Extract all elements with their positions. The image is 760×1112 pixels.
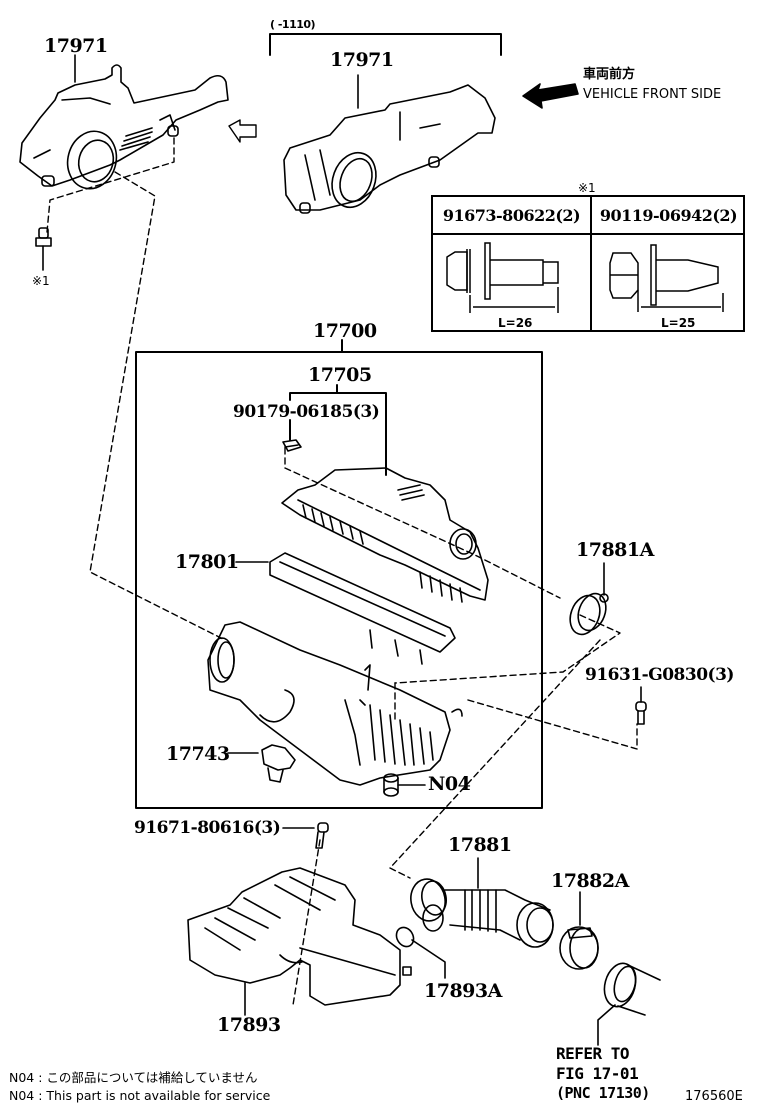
- assembly-17700-frame: [135, 339, 543, 809]
- fastener-part-no-1[interactable]: 91673-80622(2): [433, 197, 590, 235]
- bolt-91631-icon: [635, 686, 647, 725]
- part-label-91631-G0830[interactable]: 91631-G0830(3): [585, 665, 734, 685]
- air-duct-17971-center: [283, 74, 496, 214]
- table-divider: [590, 197, 592, 330]
- resonator-17893: [187, 867, 412, 1016]
- vehicle-front-arrow-icon: [522, 83, 579, 109]
- part-label-17801[interactable]: 17801: [175, 551, 239, 573]
- fastener-length-2: L=25: [661, 316, 696, 330]
- part-label-17700[interactable]: 17700: [313, 320, 377, 342]
- intake-hose-17881: [410, 857, 554, 948]
- fastener-part-no-2[interactable]: 90119-06942(2): [590, 197, 745, 235]
- part-label-17882A[interactable]: 17882A: [551, 870, 629, 892]
- footnote-jp: N04 : この部品については補給していません: [9, 1070, 258, 1085]
- bolt-91671-icon: [282, 822, 329, 849]
- fastener-drawings: [446, 242, 724, 313]
- vehicle-front-label-jp: 車両前方: [583, 67, 636, 82]
- refer-line-2[interactable]: FIG 17-01: [556, 1064, 639, 1083]
- grommet-n04-icon: [383, 773, 426, 797]
- figure-id: 176560E: [685, 1089, 743, 1104]
- part-label-17881[interactable]: 17881: [448, 834, 512, 856]
- air-cleaner-upper-case: [281, 467, 489, 603]
- clip-90179-icon: [282, 439, 302, 452]
- part-label-17893[interactable]: 17893: [217, 1014, 281, 1036]
- part-label-17743[interactable]: 17743: [166, 743, 230, 765]
- refer-line-1: REFER TO: [556, 1044, 630, 1063]
- footnote-en: N04 : This part is not available for ser…: [9, 1088, 271, 1103]
- top-bracket: [269, 33, 502, 56]
- model-range-note: ( -1110): [270, 18, 316, 31]
- refer-line-3: (PNC 17130): [556, 1084, 650, 1102]
- clamp-17893A-icon: [395, 926, 446, 979]
- air-duct-17971-left: [19, 54, 257, 190]
- flange-bolt-icon: [446, 242, 559, 313]
- clamp-17882A-icon: [559, 891, 599, 970]
- fastener-length-1: L=26: [498, 316, 533, 330]
- inlet-pipe: [597, 962, 661, 1046]
- clamp-17881A-icon: [569, 562, 609, 636]
- part-label-17893A[interactable]: 17893A: [424, 980, 502, 1002]
- part-label-n04[interactable]: N04: [428, 773, 471, 795]
- part-label-17971-center[interactable]: 17971: [330, 49, 394, 71]
- air-cleaner-lower-case: [207, 621, 463, 786]
- fastener-table-marker: ※1: [578, 181, 596, 195]
- sensor-17743-icon: [227, 744, 296, 783]
- part-label-17971-left[interactable]: 17971: [44, 35, 108, 57]
- fastener-table: 91673-80622(2) 90119-06942(2) L=26 L=25: [431, 195, 745, 332]
- part-label-91671-80616[interactable]: 91671-80616(3): [134, 818, 281, 838]
- part-label-17881A[interactable]: 17881A: [576, 539, 654, 561]
- bolt-icon-left: [35, 227, 52, 271]
- marker-note-left: ※1: [32, 274, 50, 288]
- hex-bolt-with-washer-icon: [609, 244, 724, 312]
- air-filter-17801: [235, 552, 456, 665]
- vehicle-front-label-en: VEHICLE FRONT SIDE: [583, 87, 722, 102]
- part-label-90179-06185[interactable]: 90179-06185(3): [233, 402, 380, 422]
- part-label-17705[interactable]: 17705: [308, 364, 372, 386]
